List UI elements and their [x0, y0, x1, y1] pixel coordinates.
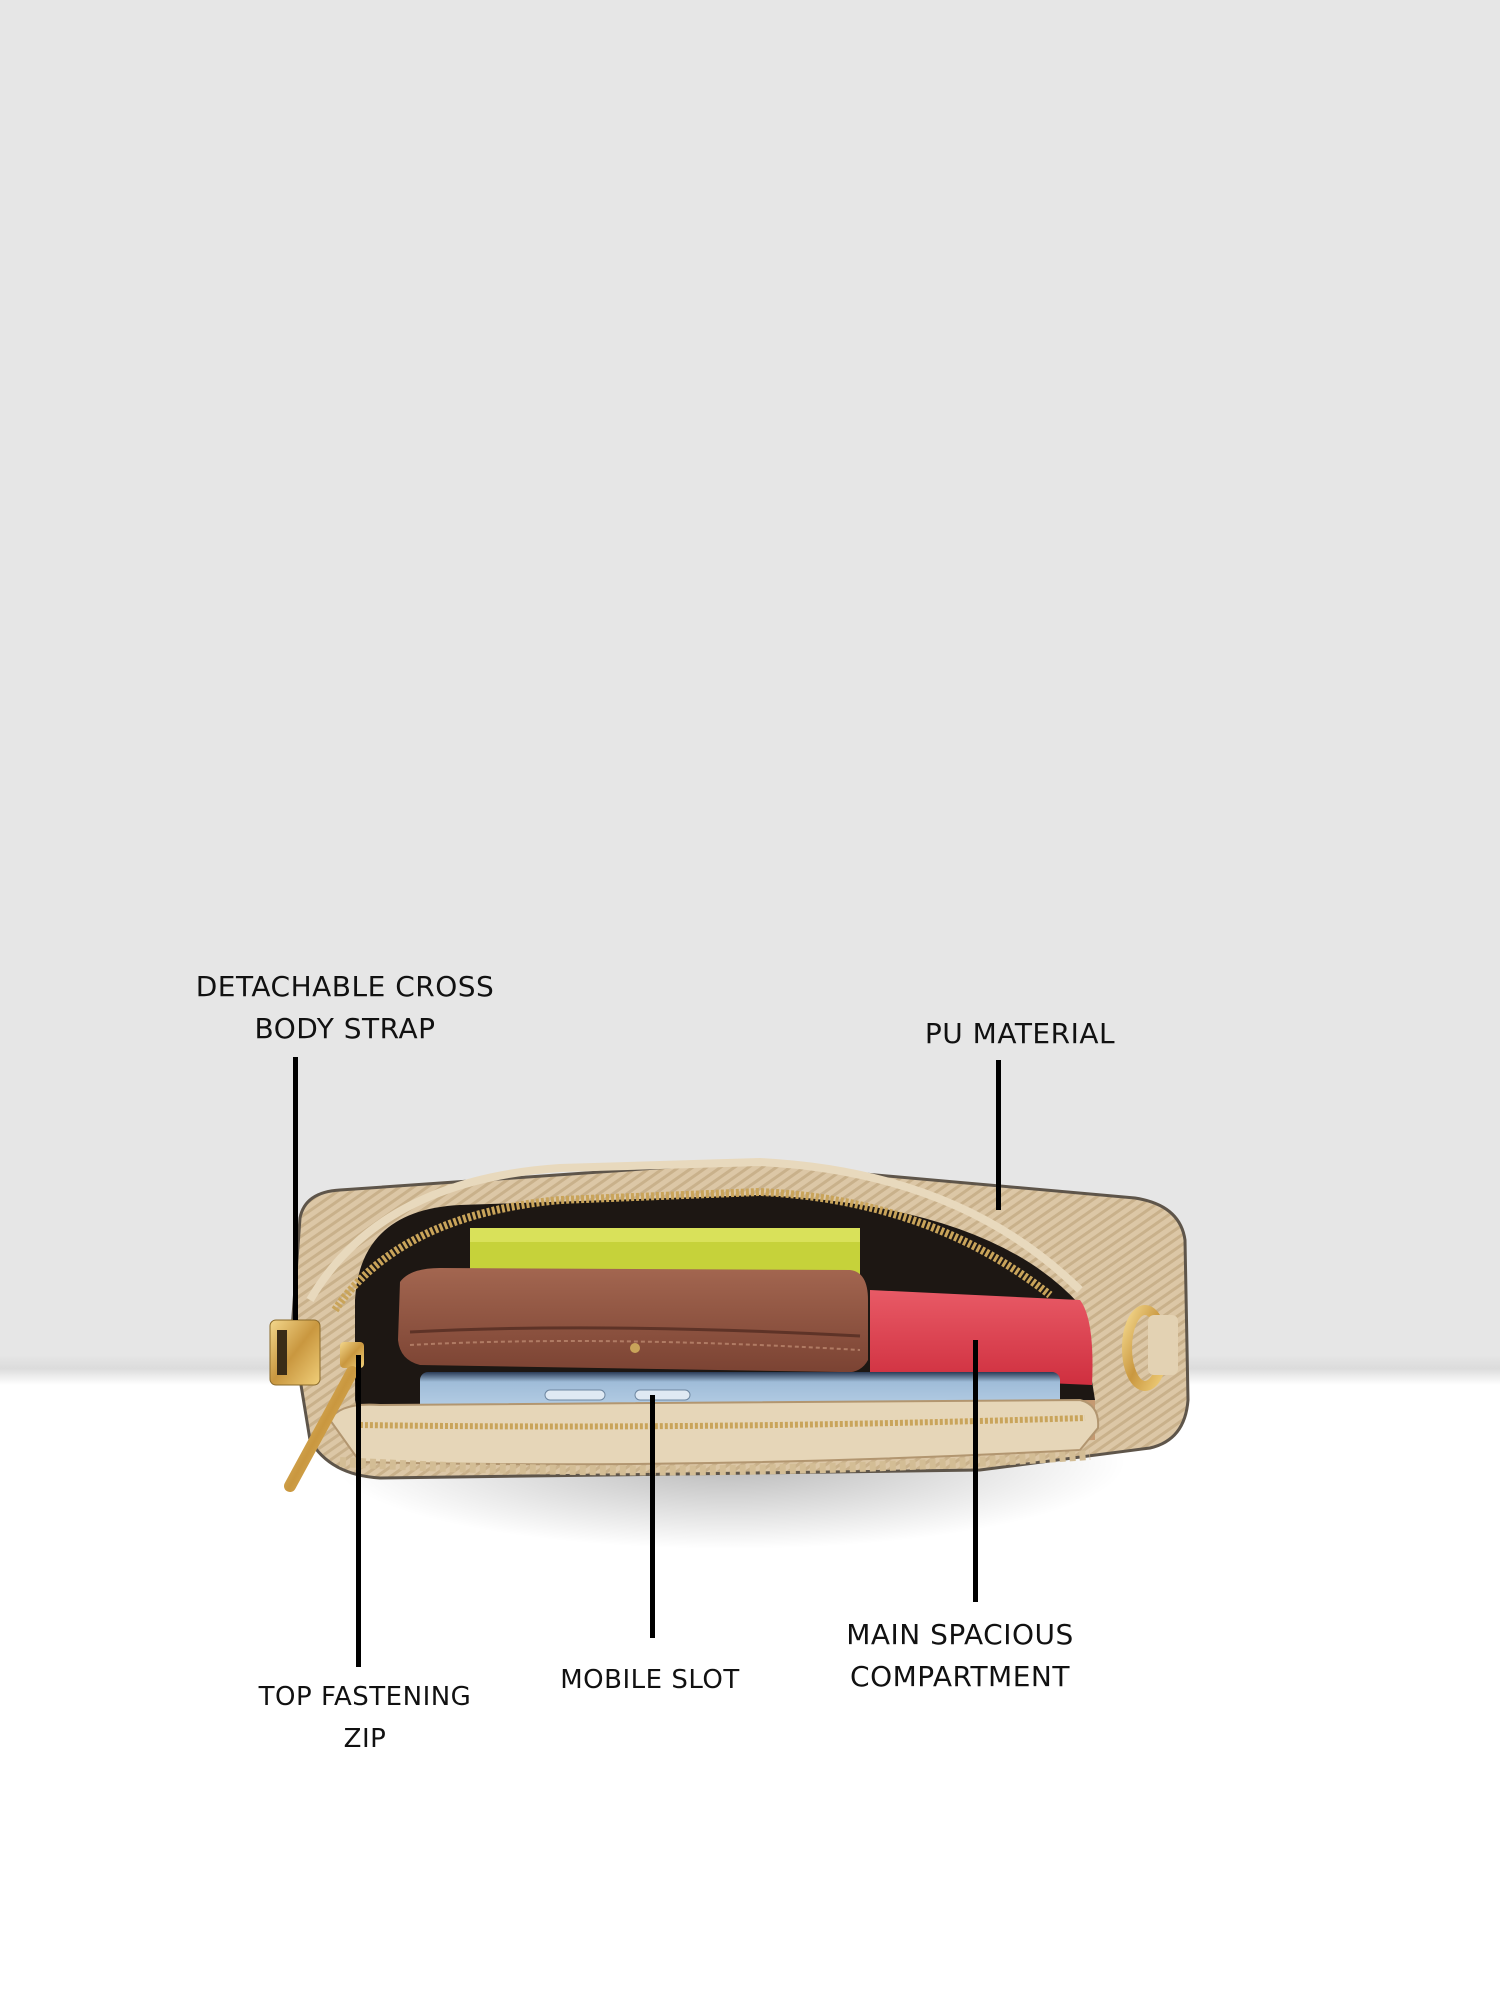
callout-pu-material: PU MATERIAL — [924, 1017, 1116, 1050]
leader-line-material — [996, 1060, 1001, 1210]
leader-line-strap — [293, 1057, 298, 1320]
callout-top-fastening-zip: TOP FASTENING ZIP — [258, 1682, 472, 1754]
callout-mobile-slot: MOBILE SLOT — [560, 1665, 740, 1695]
leader-line-mobile — [650, 1395, 655, 1638]
studio-backdrop — [0, 0, 1500, 1368]
callout-detachable-strap: DETACHABLE CROSS BODY STRAP — [195, 970, 495, 1045]
leader-line-compartment — [973, 1340, 978, 1602]
callout-main-compartment: MAIN SPACIOUS COMPARTMENT — [846, 1618, 1074, 1693]
leader-line-zip — [356, 1355, 361, 1667]
